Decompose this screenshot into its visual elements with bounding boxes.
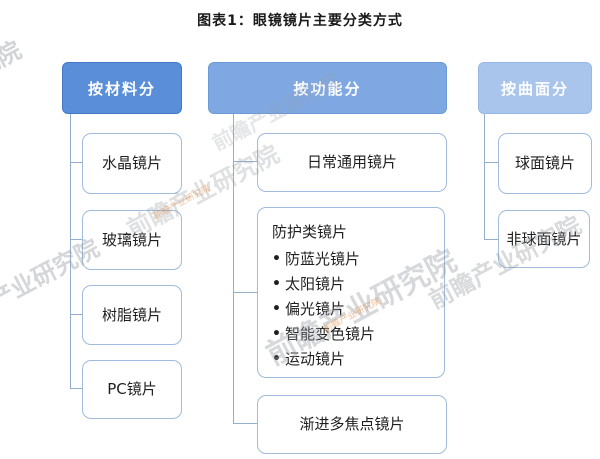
header-by-material: 按材料分 bbox=[62, 62, 182, 114]
connector-line bbox=[233, 161, 257, 162]
node-progressive-multifocal-lens: 渐进多焦点镜片 bbox=[257, 395, 447, 454]
node-glass-lens: 玻璃镜片 bbox=[82, 210, 182, 270]
connector-line bbox=[70, 162, 82, 163]
connector-line bbox=[70, 388, 82, 389]
watermark-text: 前瞻产业研究院 bbox=[0, 35, 26, 140]
node-crystal-lens: 水晶镜片 bbox=[82, 133, 182, 194]
node-daily-general-lens: 日常通用镜片 bbox=[257, 133, 447, 192]
bullet-label: 智能变色镜片 bbox=[284, 325, 375, 343]
bullet-icon: • bbox=[272, 351, 281, 367]
header-by-surface: 按曲面分 bbox=[478, 62, 592, 114]
node-aspherical-lens: 非球面镜片 bbox=[498, 210, 590, 268]
bullet-label: 太阳镜片 bbox=[284, 275, 345, 293]
connector-line bbox=[233, 423, 257, 424]
connector-line bbox=[233, 112, 234, 424]
bullet-label: 运动镜片 bbox=[284, 350, 345, 368]
node-resin-lens: 树脂镜片 bbox=[82, 285, 182, 345]
protective-lens-title: 防护类镜片 bbox=[272, 223, 348, 241]
bullet-icon: • bbox=[272, 301, 281, 317]
node-protective-lens-group: 防护类镜片 •防蓝光镜片 •太阳镜片 •偏光镜片 •智能变色镜片 •运动镜片 bbox=[257, 207, 445, 378]
connector-line bbox=[70, 314, 82, 315]
bullet-item-anti-blue-light: •防蓝光镜片 bbox=[272, 247, 360, 272]
connector-line bbox=[70, 112, 71, 389]
bullet-item-sports-lens: •运动镜片 bbox=[272, 347, 345, 372]
bullet-label: 偏光镜片 bbox=[284, 300, 345, 318]
bullet-item-polarized-lens: •偏光镜片 bbox=[272, 297, 345, 322]
connector-line bbox=[484, 112, 485, 239]
node-pc-lens: PC镜片 bbox=[82, 360, 182, 419]
bullet-icon: • bbox=[272, 326, 281, 342]
connector-line bbox=[484, 239, 498, 240]
bullet-icon: • bbox=[272, 276, 281, 292]
connector-line bbox=[484, 162, 498, 163]
connector-line bbox=[233, 292, 257, 293]
node-spherical-lens: 球面镜片 bbox=[498, 133, 592, 194]
bullet-label: 防蓝光镜片 bbox=[284, 250, 360, 268]
bullet-icon: • bbox=[272, 251, 281, 267]
bullet-item-sun-lens: •太阳镜片 bbox=[272, 272, 345, 297]
bullet-item-photochromic-lens: •智能变色镜片 bbox=[272, 322, 375, 347]
header-by-function: 按功能分 bbox=[208, 62, 447, 114]
figure-title: 图表1：眼镜镜片主要分类方式 bbox=[197, 13, 403, 29]
connector-line bbox=[70, 239, 82, 240]
